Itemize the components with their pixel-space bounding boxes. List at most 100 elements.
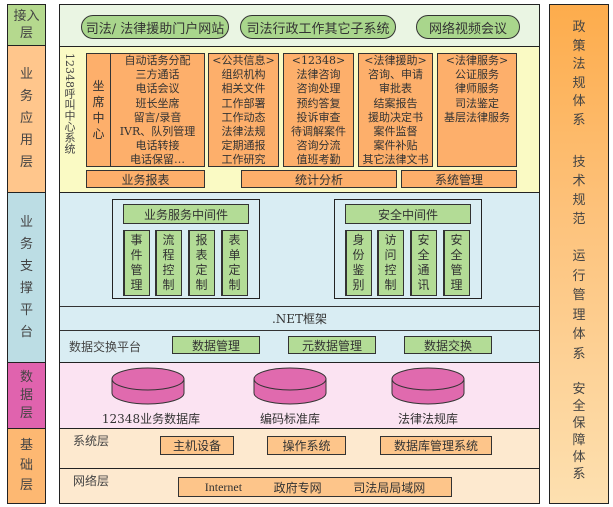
portal-other-subsystems[interactable]: 司法行政工作其它子系统 (240, 15, 396, 39)
data-exchange-button[interactable]: 数据交换 (404, 336, 492, 354)
middleware-item-secure-comm[interactable]: 安全通讯 (410, 230, 437, 296)
seat-center-features[interactable]: 自动话务分配 三方通话 电话会议 班长坐席 留言/录音 IVR、队列管理 电话转… (110, 53, 205, 167)
portal-video-conference-label: 网络视频会议 (428, 21, 507, 37)
module-item: 预约答复 (296, 96, 341, 110)
right-systems-column: 政策法规体系 技术规范 运行管理体系 安全保障体系 (549, 4, 609, 504)
middleware-item-access-control[interactable]: 访问控制 (377, 230, 404, 296)
middleware-item-label: 流程控制 (162, 233, 175, 292)
business-report-label: 业务报表 (121, 172, 170, 187)
middleware-item-security-mgmt[interactable]: 安全管理 (443, 230, 470, 296)
dbms-box[interactable]: 数据库管理系统 (380, 436, 492, 455)
layer-label-foundation-text: 基础层 (19, 438, 33, 493)
module-item: 咨询分流 (296, 139, 341, 153)
module-item: 组织机构 (221, 68, 266, 82)
portal-video-conference[interactable]: 网络视频会议 (416, 15, 520, 39)
security-assurance-system: 安全保障体系 (572, 382, 586, 482)
module-item: 结案报告 (373, 96, 418, 110)
layer-label-access-text: 接入层 (13, 9, 40, 41)
feature-item: 三方通话 (135, 68, 180, 82)
middleware-item-label: 报表定制 (195, 233, 208, 292)
module-item: 其它法律文书 (362, 153, 429, 167)
layer-label-data-text: 数据层 (19, 369, 33, 421)
module-item: 咨询、申请 (368, 68, 423, 82)
business-middleware-title[interactable]: 业务服务中间件 (123, 204, 249, 224)
feature-item: 电话保留… (130, 153, 185, 167)
layer-label-foundation: 基础层 (7, 428, 46, 504)
feature-item: 电话会议 (135, 82, 180, 96)
network-bar[interactable]: Internet 政府专网 司法局局域网 (178, 477, 452, 497)
layer-label-business-app: 业务应用层 (7, 45, 46, 193)
host-equipment-box[interactable]: 主机设备 (160, 436, 234, 455)
system-management-bar[interactable]: 系统管理 (401, 170, 517, 188)
module-item: 司法鉴定 (455, 96, 499, 110)
network-internet: Internet (204, 479, 243, 494)
module-item: 案件监督 (373, 125, 418, 139)
feature-item: 班长坐席 (135, 96, 180, 110)
metadata-management-button[interactable]: 元数据管理 (288, 336, 376, 354)
database-icon[interactable] (253, 367, 327, 405)
business-support-layer: 业务服务中间件 事件管理 流程控制 报表定制 表单定制 安全中间件 身份鉴别 访… (59, 192, 540, 363)
host-equipment-label: 主机设备 (172, 439, 221, 453)
module-item: 定期通报 (221, 139, 266, 153)
network-bureau-lan: 司法局局域网 (353, 480, 426, 495)
data-management-label: 数据管理 (191, 338, 240, 353)
middleware-item-event-management[interactable]: 事件管理 (123, 230, 150, 296)
layer-label-data: 数据层 (7, 362, 46, 429)
module-item: 律师服务 (455, 82, 499, 96)
layer-label-business-support-text: 业务支撑平台 (19, 214, 33, 340)
module-item: 案件补贴 (373, 139, 418, 153)
database-icon[interactable] (111, 367, 185, 405)
portal-other-subsystems-label: 司法行政工作其它子系统 (246, 21, 390, 37)
system-layer-label: 系统层 (73, 434, 110, 448)
network-gov-private: 政府专网 (273, 480, 322, 495)
middleware-item-label: 事件管理 (130, 233, 143, 292)
business-middleware-title-label: 业务服务中间件 (143, 207, 228, 222)
business-report-bar[interactable]: 业务报表 (86, 170, 205, 188)
statistics-analysis-label: 统计分析 (294, 172, 343, 187)
security-middleware-title-label: 安全中间件 (377, 207, 438, 222)
layer-label-access: 接入层 (7, 4, 46, 46)
technical-standards: 技术规范 (572, 155, 586, 227)
layer-label-business-app-text: 业务应用层 (19, 67, 33, 170)
module-legal-services[interactable]: <法律服务> 公证服务 律师服务 司法鉴定 基层法律服务 (437, 53, 517, 167)
module-item: 公证服务 (455, 68, 499, 82)
data-exchange-platform-label: 数据交换平台 (69, 340, 142, 354)
middleware-item-form-custom[interactable]: 表单定制 (221, 230, 248, 296)
seat-center-label: 坐席中心 (92, 79, 105, 141)
module-12348[interactable]: <12348> 法律咨询 咨询处理 预约答复 投诉审查 待调解案件 咨询分流 值… (283, 53, 354, 167)
middleware-item-label: 安全通讯 (417, 233, 430, 292)
module-item: 工作动态 (221, 110, 266, 124)
module-item: 值班考勤 (296, 153, 341, 167)
module-legal-aid[interactable]: <法律援助> 咨询、申请 审批表 结案报告 援助决定书 案件监督 案件补贴 其它… (358, 53, 433, 167)
middleware-item-label: 表单定制 (228, 233, 241, 292)
module-item: 基层法律服务 (444, 110, 510, 124)
dotnet-framework-row[interactable]: .NET框架 (60, 306, 539, 331)
middleware-item-identity-auth[interactable]: 身份鉴别 (345, 230, 372, 296)
security-middleware-title[interactable]: 安全中间件 (345, 204, 471, 224)
module-item: 待调解案件 (291, 125, 346, 139)
policy-regulation-system: 政策法规体系 (572, 20, 586, 128)
access-layer: 司法/ 法律援助门户网站 司法行政工作其它子系统 网络视频会议 (59, 4, 540, 47)
module-item: 工作部署 (221, 96, 266, 110)
portal-judicial-legal-aid[interactable]: 司法/ 法律援助门户网站 (81, 15, 229, 39)
module-item: 工作研究 (221, 153, 266, 167)
module-item: 咨询处理 (296, 82, 341, 96)
call-center-label: 12348呼叫中心系统 (63, 53, 76, 154)
module-title: <法律服务> (445, 54, 509, 67)
module-item: 法律法规 (221, 125, 266, 139)
module-public-info[interactable]: <公共信息> 组织机构 相关文件 工作部署 工作动态 法律法规 定期通报 工作研… (208, 53, 279, 167)
module-item: 投诉审查 (296, 110, 341, 124)
statistics-analysis-bar[interactable]: 统计分析 (241, 170, 397, 188)
middleware-item-report-custom[interactable]: 报表定制 (188, 230, 215, 296)
layer-label-business-support: 业务支撑平台 (7, 192, 46, 363)
database-label-laws: 法律法规库 (397, 412, 458, 426)
seat-center-box[interactable]: 坐席中心 (86, 53, 111, 167)
dbms-label: 数据库管理系统 (393, 439, 478, 453)
database-label-code-standard: 编码标准库 (259, 412, 320, 426)
data-management-button[interactable]: 数据管理 (172, 336, 260, 354)
feature-item: 电话转接 (135, 139, 180, 153)
network-layer-label: 网络层 (73, 474, 110, 488)
operating-system-box[interactable]: 操作系统 (267, 436, 346, 455)
database-icon[interactable] (391, 367, 465, 405)
middleware-item-workflow-control[interactable]: 流程控制 (155, 230, 182, 296)
